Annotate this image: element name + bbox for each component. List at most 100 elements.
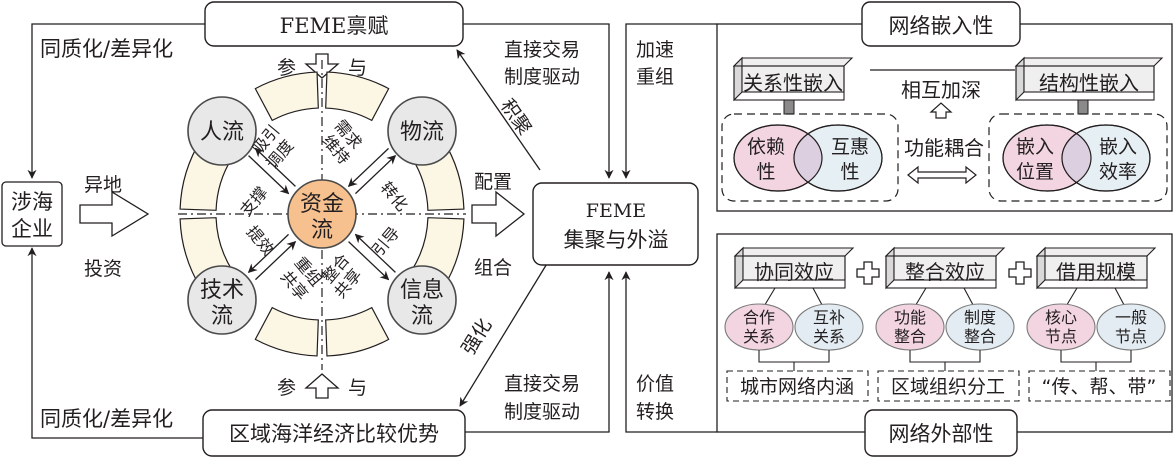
borrowed-size-item-2-label-1: 一般: [1115, 308, 1147, 327]
borrowed-size-item-1-label-2: 节点: [1045, 327, 1077, 346]
capital-flow-node-label-2: 流: [311, 218, 333, 243]
borrowed-size-result-box: [1028, 370, 1171, 402]
tech-in-label: 提效: [243, 222, 278, 259]
allocate-top-label: 配置: [474, 171, 512, 193]
people-flow-node-circle: [187, 96, 257, 166]
tech-flow-node-circle: [187, 265, 257, 335]
capital-flow-node[interactable]: 资金流: [287, 179, 357, 249]
accumulate-arrow: [456, 49, 541, 171]
structural-venn-left-label-2: 位置: [1016, 161, 1054, 183]
goods-out-label: 转化: [377, 178, 412, 215]
structural-block[interactable]: 结构性嵌入: [1014, 56, 1164, 115]
synergy-block-side: [734, 246, 744, 290]
integration-item-2-label-1: 制度: [964, 308, 996, 327]
integration-item-1-label-2: 整合: [894, 327, 926, 346]
borrowed-size-result-label: “传、帮、带”: [1042, 376, 1157, 398]
info-flow-node-label-2: 流: [411, 304, 433, 329]
structural-venn-left-label-1: 嵌入: [1016, 136, 1054, 158]
tech-arrows-in: [254, 240, 297, 281]
invest-top-label: 异地: [84, 174, 122, 196]
goods-arrows-out: [354, 154, 397, 195]
feme-endowment-label: FEME禀赋: [280, 14, 389, 38]
relational-embed-block-top: [732, 57, 854, 67]
integration-result-label: 区域组织分工: [891, 376, 1005, 398]
info-flow-node-circle: [387, 265, 457, 335]
info-flow-node[interactable]: 信息流: [387, 265, 457, 335]
integration-item-1-label-1: 功能: [894, 308, 926, 327]
deepen-label: 相互加深: [901, 78, 981, 102]
direct-bottom-line: [465, 271, 614, 433]
tech-flow-node[interactable]: 技术流: [187, 265, 257, 335]
ring-segment: [325, 306, 390, 357]
goods-arrows-in: [347, 147, 390, 188]
top-loop-line: [27, 23, 205, 179]
externality-title: 网络外部性: [889, 422, 994, 446]
bracket-line: [758, 350, 830, 363]
people-flow-node[interactable]: 人流: [187, 96, 257, 166]
enterprise-line1: 涉海: [11, 190, 53, 214]
ring-segment: [325, 71, 390, 122]
integration-block-side: [885, 246, 895, 290]
relational-venn-right-outline: [793, 124, 883, 192]
feme-agglomeration-box[interactable]: [532, 182, 699, 266]
structural-venn-right-label-1: 嵌入: [1099, 136, 1137, 158]
direct-top-line2: 制度驱动: [504, 66, 580, 88]
synergy-block-face: [742, 255, 846, 281]
people-arrows-in: [248, 155, 290, 195]
people-arrows-out: [254, 147, 296, 187]
relational-block[interactable]: 关系性嵌入: [732, 56, 854, 115]
top-loop-label: 同质化/差异化: [40, 37, 173, 61]
borrowed-size-block-outline: [1036, 255, 1148, 289]
up-small-arrow-icon: [929, 102, 953, 119]
enterprise-line2: 企业: [11, 217, 53, 241]
info-arrows-in: [354, 233, 396, 273]
relational-venn-right-label-2: 性: [840, 161, 859, 183]
info-out-label: 引导: [368, 223, 403, 260]
integration-result-box: [877, 370, 1020, 402]
direct-bottom-line1: 直接交易: [504, 373, 580, 395]
feme-box-line2: 集聚与外溢: [564, 228, 669, 252]
participate-bottom-left: 参: [277, 377, 296, 399]
synergy-item-2-label-2: 关系: [813, 327, 845, 346]
borrowed-size-block-label: 借用规模: [1056, 260, 1136, 284]
enterprise-box[interactable]: [1, 181, 63, 247]
accumulate-label: 积聚: [496, 95, 536, 139]
capital-flow-node-label-1: 资金: [300, 192, 344, 217]
info-arrows-out: [348, 241, 390, 281]
relational-venn-left-outline: [733, 124, 823, 192]
connector: [1077, 99, 1089, 115]
externality-panel: 网络外部性 协同效应合作关系互补关系城市网络内涵整合效应功能整合制度整合区域组织…: [716, 233, 1173, 457]
relational-venn-frame: [721, 113, 899, 202]
structural-embed-block-top: [1014, 57, 1164, 67]
middle-section: 积聚 强化 配置 组合 FEME 集聚与外溢 直接交易 制度驱动 直接交易 制度…: [456, 23, 717, 433]
structural-venn-frame: [988, 113, 1168, 202]
synergy-result-box: [726, 370, 869, 402]
synergy-block-outline: [734, 255, 846, 289]
relational-venn-right-label-1: 互惠: [831, 136, 869, 158]
goods-flow-node[interactable]: 物流: [387, 96, 457, 166]
direct-top-line: [463, 23, 614, 179]
value-line: [621, 271, 717, 433]
structural-embed-block-label: 结构性嵌入: [1039, 71, 1139, 95]
allocate-bottom-label: 组合: [474, 257, 512, 279]
regional-advantage-box[interactable]: [202, 409, 466, 457]
relational-embed-block-face: [741, 65, 845, 93]
invest-bottom-label: 投资: [84, 258, 122, 280]
synergy-block-top: [733, 247, 855, 257]
accelerate-line1: 加速: [636, 39, 674, 61]
goods-flow-node-circle: [387, 96, 457, 166]
synergy-item-2-label-1: 互补: [813, 308, 845, 327]
synergy-item-1-label-2: 关系: [743, 327, 775, 346]
embeddedness-title-box[interactable]: [861, 1, 1021, 47]
synergy-result-label: 城市网络内涵: [740, 376, 854, 398]
accelerate-line: [621, 23, 717, 179]
externality-title-box[interactable]: [864, 409, 1018, 457]
integration-block-top: [884, 247, 1006, 257]
value-line1: 价值: [636, 373, 674, 395]
participate-top-right: 与: [348, 57, 367, 79]
ring-segment: [254, 306, 319, 357]
